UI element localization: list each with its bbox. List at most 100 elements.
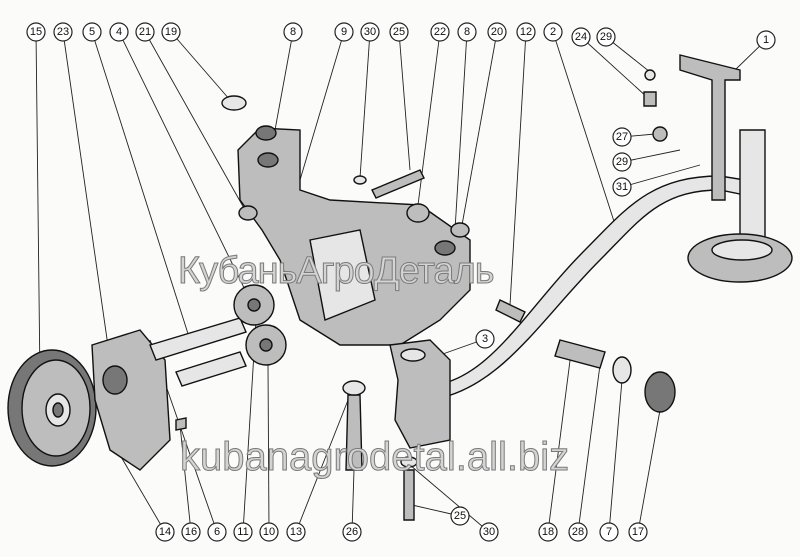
- callout: 16: [181, 522, 201, 542]
- callout-number: 22: [434, 26, 446, 38]
- plug: [644, 371, 676, 413]
- callout-circle: [155, 522, 175, 542]
- leader-line: [179, 424, 192, 533]
- callout-circle: [334, 22, 354, 42]
- leader-line: [170, 31, 231, 101]
- leader-line: [608, 379, 623, 533]
- callout-circle: [628, 522, 648, 542]
- callout: 11: [233, 522, 253, 542]
- callout-number: 9: [341, 26, 347, 38]
- leader-line: [409, 464, 490, 533]
- washer: [342, 380, 366, 396]
- relief-spring: [554, 339, 606, 369]
- leader-line: [299, 31, 345, 181]
- callout: 5: [82, 22, 102, 42]
- callout: 29: [596, 27, 616, 47]
- leader-line: [552, 31, 621, 241]
- callout: 25: [450, 506, 470, 526]
- bolt-short: [403, 469, 415, 521]
- callout: 17: [628, 522, 648, 542]
- callout: 20: [487, 22, 507, 42]
- leader-line: [295, 389, 353, 533]
- washer: [400, 456, 418, 468]
- callout-number: 23: [57, 26, 69, 38]
- callout-circle: [596, 27, 616, 47]
- shaft-short: [175, 351, 247, 387]
- callout-number: 17: [632, 526, 644, 538]
- leader-line: [637, 409, 661, 533]
- callout-circle: [430, 22, 450, 42]
- cover-bearing: [102, 365, 128, 395]
- callout-number: 12: [520, 26, 532, 38]
- pump-gears: [233, 284, 287, 366]
- callout: 8: [283, 22, 303, 42]
- callout-number: 2: [550, 26, 556, 38]
- callout: 30: [360, 22, 380, 42]
- callout-number: 1: [763, 34, 769, 46]
- leader-line: [454, 31, 468, 231]
- body-boss: [257, 152, 279, 168]
- callout: 1: [756, 30, 776, 50]
- watermark-bottom: kubanagrodetal.all.biz: [179, 435, 570, 480]
- leader-line: [359, 31, 371, 179]
- callout-circle: [457, 22, 477, 42]
- leader-line: [274, 31, 294, 131]
- callout-number: 29: [616, 156, 628, 168]
- valve: [495, 299, 526, 323]
- bolt: [371, 169, 425, 199]
- callout-circle: [479, 522, 499, 542]
- callout-number: 25: [393, 26, 405, 38]
- callout-number: 30: [364, 26, 376, 38]
- bushing: [406, 203, 430, 223]
- leader-line: [267, 364, 270, 533]
- callout-circle: [389, 22, 409, 42]
- callout-circle: [109, 22, 129, 42]
- callout: 29: [612, 152, 632, 172]
- callout-number: 14: [159, 526, 171, 538]
- callout-circle: [612, 152, 632, 172]
- callout: 6: [207, 522, 227, 542]
- callout-number: 4: [116, 26, 122, 38]
- spring: [238, 205, 258, 221]
- callout-circle: [283, 22, 303, 42]
- callout-number: 28: [572, 526, 584, 538]
- bracket: [679, 54, 741, 201]
- callout-number: 11: [237, 526, 248, 538]
- callout-number: 7: [606, 526, 612, 538]
- callout: 28: [568, 522, 588, 542]
- body-boss: [255, 125, 277, 141]
- leader-line: [62, 31, 111, 361]
- callout: 21: [135, 22, 155, 42]
- spring-small: [450, 222, 470, 238]
- leader-line: [119, 454, 166, 533]
- callout-circle: [516, 22, 536, 42]
- callout: 26: [342, 522, 362, 542]
- leader-line: [461, 31, 498, 226]
- callout-circle: [612, 127, 632, 147]
- leader-line: [509, 31, 527, 306]
- callout-circle: [207, 522, 227, 542]
- leader-line: [351, 469, 355, 533]
- pipe-flange: [389, 339, 451, 449]
- callout: 13: [286, 522, 306, 542]
- leader-line: [398, 31, 411, 171]
- callout-circle: [543, 22, 563, 42]
- leader-line: [91, 31, 191, 341]
- callout: 27: [612, 127, 632, 147]
- callout-circle: [82, 22, 102, 42]
- callout-number: 25: [454, 510, 466, 522]
- callout: 22: [430, 22, 450, 42]
- callout: 15: [26, 22, 46, 42]
- leader-line: [580, 36, 649, 99]
- callout-circle: [568, 522, 588, 542]
- leader-line: [118, 31, 251, 301]
- callout-number: 16: [185, 526, 197, 538]
- callout-circle: [233, 522, 253, 542]
- leader-line: [621, 164, 701, 188]
- callout-circle: [53, 22, 73, 42]
- callout: 24: [571, 27, 591, 47]
- callout-circle: [599, 522, 619, 542]
